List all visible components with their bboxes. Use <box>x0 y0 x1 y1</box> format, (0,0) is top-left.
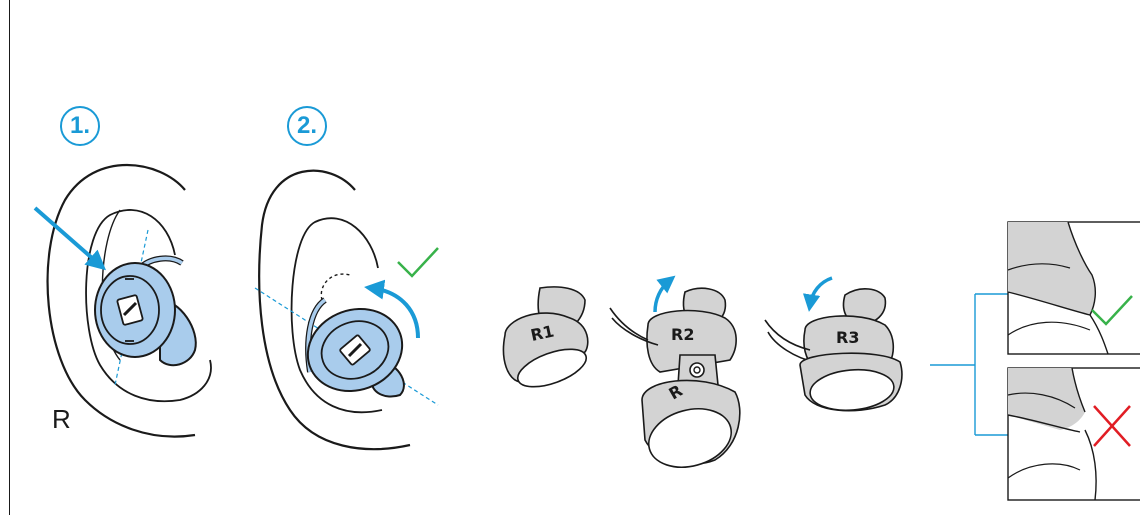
wing-previous-position <box>321 274 350 300</box>
step-2-ear-illustration <box>255 171 438 449</box>
ear-tip-r3: R3 <box>765 278 902 414</box>
checkmark-icon <box>398 248 438 276</box>
ear-tip-label: R3 <box>836 328 859 347</box>
fit-panel-correct <box>1008 222 1140 354</box>
ear-tip-r2: R2 R <box>610 280 740 476</box>
attach-tip-arrow <box>810 278 832 305</box>
insert-arrow <box>35 208 100 265</box>
ear-tip-wing <box>610 308 648 340</box>
ear-tip-wing <box>765 320 810 350</box>
step-1-ear-illustration <box>35 165 211 437</box>
ear-tip-label: R2 <box>671 325 694 344</box>
ear-tip-r1: R1 <box>503 287 590 394</box>
fit-panel-incorrect <box>1008 368 1140 500</box>
fit-check-bracket <box>930 294 1008 435</box>
remove-tip-arrow <box>655 280 670 312</box>
